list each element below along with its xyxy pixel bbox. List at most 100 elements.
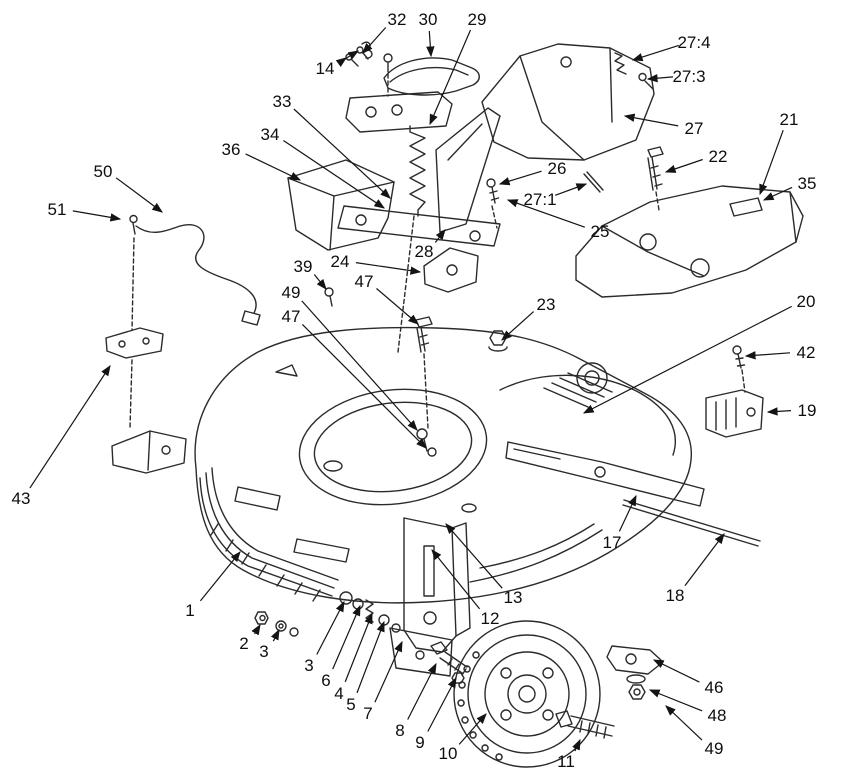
screw-39 [324,287,334,307]
leader-line-25 [506,199,586,228]
leader-line-36 [245,153,302,181]
spindle-inner [584,370,600,386]
rod-lines [622,499,761,547]
leader-line-29 [429,29,472,126]
screw-42-axis [741,369,746,393]
callout-43: 43 [12,489,31,508]
nut-48-hole [633,688,641,696]
wheel-drawing [453,620,601,768]
leader-line-27-4 [631,44,679,62]
callout-36: 36 [222,140,241,159]
leader-line-20 [582,305,792,414]
handle-bar-30 [383,57,480,96]
callout-50: 50 [94,162,113,181]
deck-rear-edge [469,523,603,583]
bolt-8-shaft [439,651,468,676]
cover-outline [575,185,804,298]
chute-pin-27-1 [583,171,604,193]
bracket-hole [423,611,437,625]
callout-7: 7 [363,704,372,723]
spring-29 [409,125,426,217]
callout-4: 4 [334,684,343,703]
front-hardware-drawing [254,611,299,637]
deck-outline [194,326,692,604]
cover-details [601,191,797,278]
callout-35: 35 [798,174,817,193]
callout-18: 18 [666,586,685,605]
bracket-33 [345,91,453,133]
leader-line-5 [356,620,385,694]
leader-line-3 [270,628,280,642]
bracket-plate-details [423,522,471,637]
discharge-chute-drawing [481,43,655,193]
deck-surface-details [234,364,477,563]
side-baffle-drawing [287,159,395,251]
screw-42 [732,345,746,369]
axle-bolt-head [555,710,573,728]
leader-line-4 [344,612,373,683]
leader-line-9 [427,676,457,732]
callout-49: 49 [282,283,301,302]
leader-line-17 [618,494,637,532]
callout-1: 1 [185,601,194,620]
lower-bracket-outline [389,627,453,677]
leader-line-49 [301,300,418,431]
callout-5: 5 [346,695,355,714]
leader-line-24 [355,262,422,275]
callout-10: 10 [439,744,458,763]
callout-33: 33 [273,92,292,111]
callout-51: 51 [48,200,67,219]
callout-42: 42 [797,343,816,362]
blade-chamber-inner [313,401,473,493]
leader-line-19 [766,407,792,416]
rim [484,651,570,737]
callout-21: 21 [780,110,799,129]
hub-inner [518,685,536,703]
lug-hole [500,709,512,721]
leader-line-11 [572,738,581,752]
deck-hardware-drawing [324,178,508,457]
height-adjuster-drawing [606,645,664,700]
leader-line-35 [762,186,793,201]
callout-49: 49 [705,739,724,758]
callout-46: 46 [705,678,724,697]
leader-line-46 [652,659,700,683]
callout-9: 9 [415,733,424,752]
right-chamber-arc [499,374,677,456]
callout-47: 47 [282,307,301,326]
callout-11: 11 [557,752,575,771]
cam-hole [625,653,637,665]
leader-line-34 [283,140,385,209]
leader-line-23 [501,311,535,341]
lug-hole [542,709,554,721]
leader-line-6 [332,604,361,670]
callout-47: 47 [355,272,374,291]
leader-line-32 [362,27,387,54]
callout-26: 26 [548,159,567,178]
washer-46 [626,674,646,684]
callout-32: 32 [388,10,407,29]
assembly-axis-dashed [387,73,498,353]
leader-line-14 [338,50,360,64]
wheel-bolt-drawing [430,641,468,684]
callout-23: 23 [537,295,556,314]
callout-29: 29 [468,10,487,29]
washers-3 [275,620,299,637]
leader-line-30 [426,30,435,58]
bolt-8-head [430,641,448,655]
deck-skirt-lines [199,467,339,597]
leader-line-10 [458,713,487,745]
callout-27-4: 27:4 [677,33,710,52]
chute-bolt-27-3 [638,72,654,90]
blade-center-hole [594,466,606,478]
leader-line-1 [199,551,241,602]
blade-chamber-outer [298,388,488,506]
callout-2: 2 [239,634,248,653]
hub-outer [507,674,547,714]
callout-48: 48 [708,706,727,725]
upper-left-bracket [105,327,164,359]
cable-clamp [241,310,261,326]
leader-line-2 [251,623,261,636]
callout-6: 6 [321,671,330,690]
